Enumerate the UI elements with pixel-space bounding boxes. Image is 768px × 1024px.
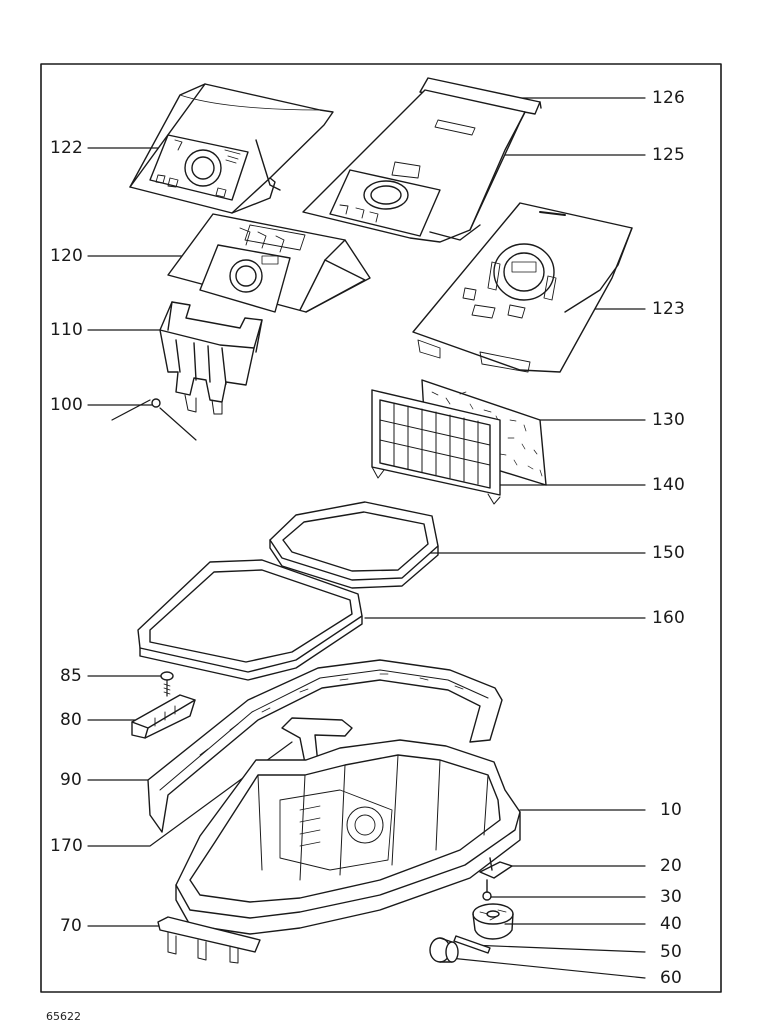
bag-holder-110 xyxy=(159,301,263,415)
dust-bag-120 xyxy=(167,213,371,313)
dust-bag-123 xyxy=(412,202,633,373)
part-label-170: 170 xyxy=(50,836,84,856)
part-label-100: 100 xyxy=(50,395,84,415)
part-label-110: 110 xyxy=(50,320,84,340)
seal-frame-150 xyxy=(269,501,439,589)
leader-lines xyxy=(87,97,646,979)
front-panel-70 xyxy=(157,916,261,964)
part-label-10: 10 xyxy=(660,800,683,820)
part-label-30: 30 xyxy=(660,887,683,907)
part-label-80: 80 xyxy=(60,710,83,730)
part-label-40: 40 xyxy=(660,914,683,934)
part-label-122: 122 xyxy=(50,138,84,158)
housing-10 xyxy=(175,739,521,935)
roller-60 xyxy=(429,937,459,963)
part-label-60: 60 xyxy=(660,968,683,988)
gasket-160 xyxy=(137,559,363,681)
part-label-140: 140 xyxy=(652,475,686,495)
document-number: 65622 xyxy=(46,1010,81,1023)
part-label-70: 70 xyxy=(60,916,83,936)
part-label-85: 85 xyxy=(60,666,83,686)
part-label-120: 120 xyxy=(50,246,84,266)
part-label-130: 130 xyxy=(652,410,686,430)
filter-grille-140 xyxy=(371,389,501,505)
bumper-90 xyxy=(147,659,503,833)
screw-85 xyxy=(160,671,174,697)
axle-50 xyxy=(453,935,491,954)
part-label-126: 126 xyxy=(652,88,686,108)
part-label-20: 20 xyxy=(660,856,683,876)
part-label-150: 150 xyxy=(652,543,686,563)
pin-30 xyxy=(482,879,492,901)
bracket-20 xyxy=(479,857,513,879)
part-label-123: 123 xyxy=(652,299,686,319)
hose-170 xyxy=(281,717,353,769)
clip-100 xyxy=(151,398,161,408)
part-label-125: 125 xyxy=(652,145,686,165)
part-label-160: 160 xyxy=(652,608,686,628)
diagram-frame xyxy=(40,63,722,993)
dust-bag-125 xyxy=(302,77,542,243)
part-label-90: 90 xyxy=(60,770,83,790)
handle-clip-80 xyxy=(131,694,196,739)
dust-bag-122 xyxy=(129,83,334,214)
wheel-40 xyxy=(472,903,514,940)
part-label-50: 50 xyxy=(660,942,683,962)
